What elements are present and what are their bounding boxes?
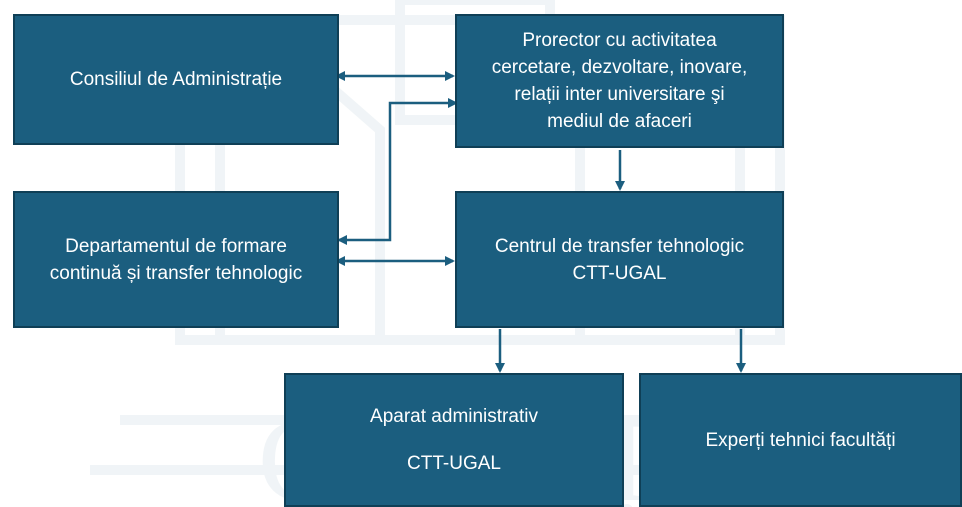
centrul-de-transfer-box: Centrul de transfer tehnologic CTT-UGAL (455, 191, 784, 328)
experti-label: Experți tehnici facultăți (705, 429, 896, 451)
consiliul-de-administratie-box: Consiliul de Administrație (13, 14, 339, 145)
departament-line-1: Departamentul de formare (65, 235, 287, 257)
aparat-line-1: Aparat administrativ (370, 406, 538, 427)
aparat-administrativ-box: Aparat administrativ CTT-UGAL (284, 373, 624, 507)
prorector-line-2: cercetare, dezvoltare, inovare, (491, 57, 748, 78)
experti-tehnici-box: Experți tehnici facultăți (639, 373, 962, 507)
arrow-departament-prorector (337, 98, 458, 245)
prorector-line-3: relații inter universitare şi (514, 84, 725, 105)
departamentul-box: Departamentul de formare continuă și tra… (13, 191, 339, 328)
centru-line-1: Centrul de transfer tehnologic (494, 235, 745, 257)
prorector-line-1: Prorector cu activitatea (522, 30, 717, 51)
centru-line-2: CTT-UGAL (572, 262, 667, 284)
departament-line-2: continuă și transfer tehnologic (49, 262, 303, 284)
prorector-line-4: mediul de afaceri (547, 111, 692, 132)
prorector-box: Prorector cu activitatea cercetare, dezv… (455, 14, 784, 148)
consiliul-label: Consiliul de Administrație (69, 69, 283, 90)
aparat-line-2: CTT-UGAL (407, 453, 501, 474)
